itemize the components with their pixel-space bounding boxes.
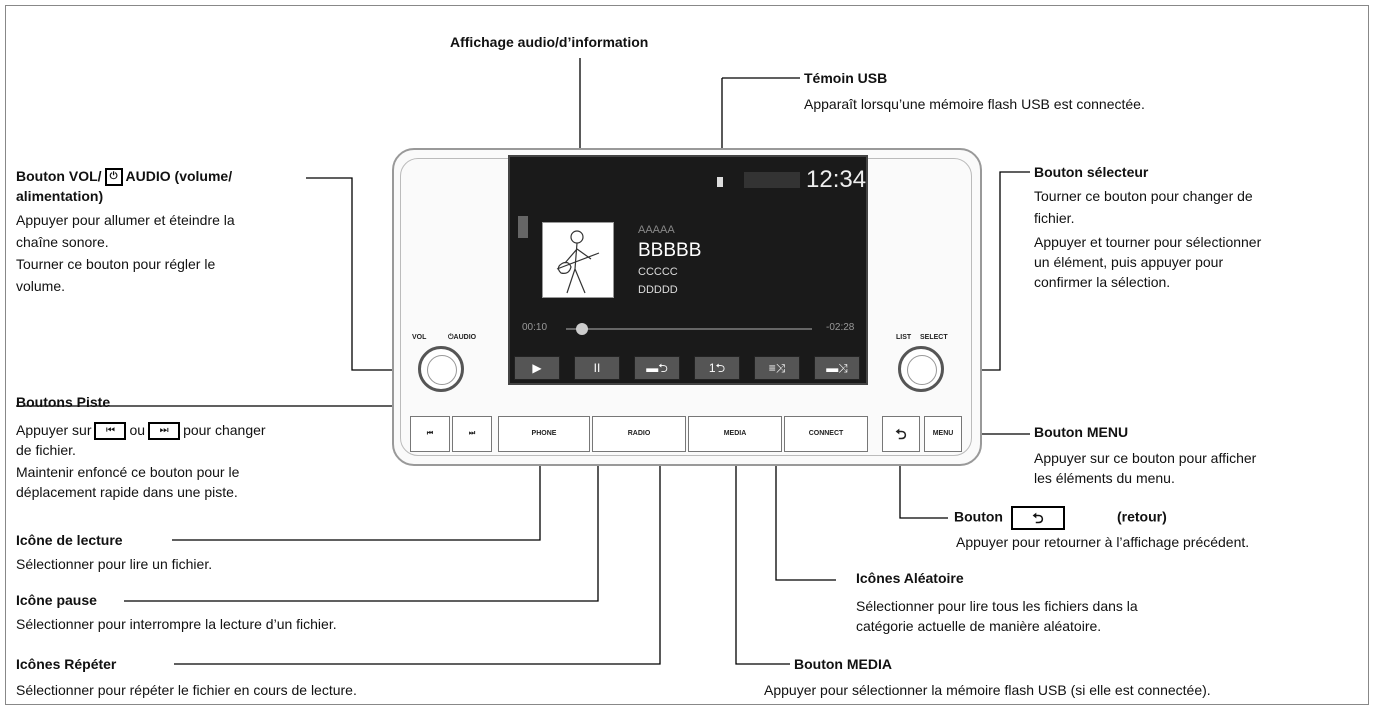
back-arrow-icon: ⮌ xyxy=(1010,506,1065,530)
label-sel-desc-5: confirmer la sélection. xyxy=(1034,274,1171,290)
label-media-title: Bouton MEDIA xyxy=(794,656,892,672)
repeat-one-button[interactable]: 1⮌ xyxy=(694,356,740,380)
label-sel-desc-3: Appuyer et tourner pour sélectionner xyxy=(1034,234,1262,250)
label-retour-title: Bouton⮌(retour) xyxy=(954,506,1167,530)
power-icon: ⏻ xyxy=(104,168,123,187)
line-retour xyxy=(899,450,948,519)
skip-back-icon: ⏮ xyxy=(94,422,127,441)
album-art xyxy=(542,222,614,298)
label-sel-title: Bouton sélecteur xyxy=(1034,164,1149,180)
label-piste-desc-0: Appuyer sur⏮ou⏭pour changer xyxy=(16,420,266,441)
skip-forward-icon: ⏭ xyxy=(148,422,181,441)
progress-handle[interactable] xyxy=(576,323,588,335)
label-sel-desc-2: fichier. xyxy=(1034,210,1075,226)
list-label: LIST xyxy=(896,334,912,341)
select-label: SELECT xyxy=(920,334,948,341)
connect-button[interactable]: CONNECT xyxy=(784,416,868,452)
label-usb-desc: Apparaît lorsqu’une mémoire flash USB es… xyxy=(804,96,1145,112)
back-button[interactable]: ⮌ xyxy=(882,416,920,452)
label-pause-desc: Sélectionner pour interrompre la lecture… xyxy=(16,616,337,632)
label-menu-desc-1: Appuyer sur ce bouton pour afficher xyxy=(1034,450,1257,466)
track-line-4: DDDDD xyxy=(638,284,678,296)
menu-button[interactable]: MENU xyxy=(924,416,962,452)
shuffle-all-button[interactable]: ≡⤨ xyxy=(754,356,800,380)
label-piste-desc-3: déplacement rapide dans une piste. xyxy=(16,484,238,500)
label-vol-title-2: alimentation) xyxy=(16,188,104,204)
phone-button[interactable]: PHONE xyxy=(498,416,590,452)
elapsed-time: 00:10 xyxy=(522,322,548,333)
label-lecture-title: Icône de lecture xyxy=(16,532,123,548)
remaining-time: -02:28 xyxy=(826,322,855,333)
label-vol-desc-3: Tourner ce bouton pour régler le xyxy=(16,256,216,272)
audio-label: ⏻AUDIO xyxy=(448,334,477,341)
track-line-3: CCCCC xyxy=(638,266,678,278)
label-retour-desc: Appuyer pour retourner à l’affichage pré… xyxy=(956,534,1250,550)
repeat-folder-button[interactable]: ▬⮌ xyxy=(634,356,680,380)
radio-button[interactable]: RADIO xyxy=(592,416,686,452)
guitarist-icon xyxy=(556,230,600,294)
label-vol-desc-4: volume. xyxy=(16,278,66,294)
shuffle-folder-button[interactable]: ▬⤨ xyxy=(814,356,860,380)
label-pause-title: Icône pause xyxy=(16,592,97,608)
label-vol-desc-2: chaîne sonore. xyxy=(16,234,109,250)
label-menu-title: Bouton MENU xyxy=(1034,424,1129,440)
label-sel-desc-1: Tourner ce bouton pour changer de xyxy=(1034,188,1253,204)
track-line-1: AAAAA xyxy=(638,224,675,236)
line-media xyxy=(735,446,790,665)
label-aleatoire-desc-2: catégorie actuelle de manière aléatoire. xyxy=(856,618,1102,634)
line-vol xyxy=(306,177,430,371)
label-piste-desc-1: de fichier. xyxy=(16,442,76,458)
label-aleatoire-title: Icônes Aléatoire xyxy=(856,570,964,586)
label-usb-title: Témoin USB xyxy=(804,70,888,86)
label-repeter-title: Icônes Répéter xyxy=(16,656,117,672)
label-sel-desc-4: un élément, puis appuyer pour xyxy=(1034,254,1224,270)
track-prev-button[interactable]: ⏮ xyxy=(410,416,450,452)
vol-label: VOL xyxy=(412,334,427,341)
label-vol-title: Bouton VOL/⏻AUDIO (volume/ xyxy=(16,166,232,187)
label-menu-desc-2: les éléments du menu. xyxy=(1034,470,1175,486)
label-media-desc: Appuyer pour sélectionner la mémoire fla… xyxy=(764,682,1211,698)
source-icon xyxy=(518,216,528,238)
track-next-button[interactable]: ⏭ xyxy=(452,416,492,452)
diagram-frame xyxy=(5,5,1369,705)
media-button[interactable]: MEDIA xyxy=(688,416,782,452)
track-line-2: BBBBB xyxy=(638,240,702,261)
play-button[interactable]: ▶ xyxy=(514,356,560,380)
label-affichage: Affichage audio/d’information xyxy=(450,34,649,50)
pause-button[interactable]: II xyxy=(574,356,620,380)
label-lecture-desc: Sélectionner pour lire un fichier. xyxy=(16,556,213,572)
label-piste-desc-2: Maintenir enfoncé ce bouton pour le xyxy=(16,464,240,480)
label-repeter-desc: Sélectionner pour répéter le fichier en … xyxy=(16,682,357,698)
label-aleatoire-desc-1: Sélectionner pour lire tous les fichiers… xyxy=(856,598,1138,614)
clock: 12:34 xyxy=(806,166,867,193)
usb-indicator-icon xyxy=(717,177,723,187)
label-vol-desc-1: Appuyer pour allumer et éteindre la xyxy=(16,212,235,228)
vol-audio-knob[interactable] xyxy=(418,346,464,392)
label-piste-title: Boutons Piste xyxy=(16,394,111,410)
clock-bar xyxy=(744,172,800,188)
selector-knob[interactable] xyxy=(898,346,944,392)
progress-bar[interactable] xyxy=(566,328,812,330)
